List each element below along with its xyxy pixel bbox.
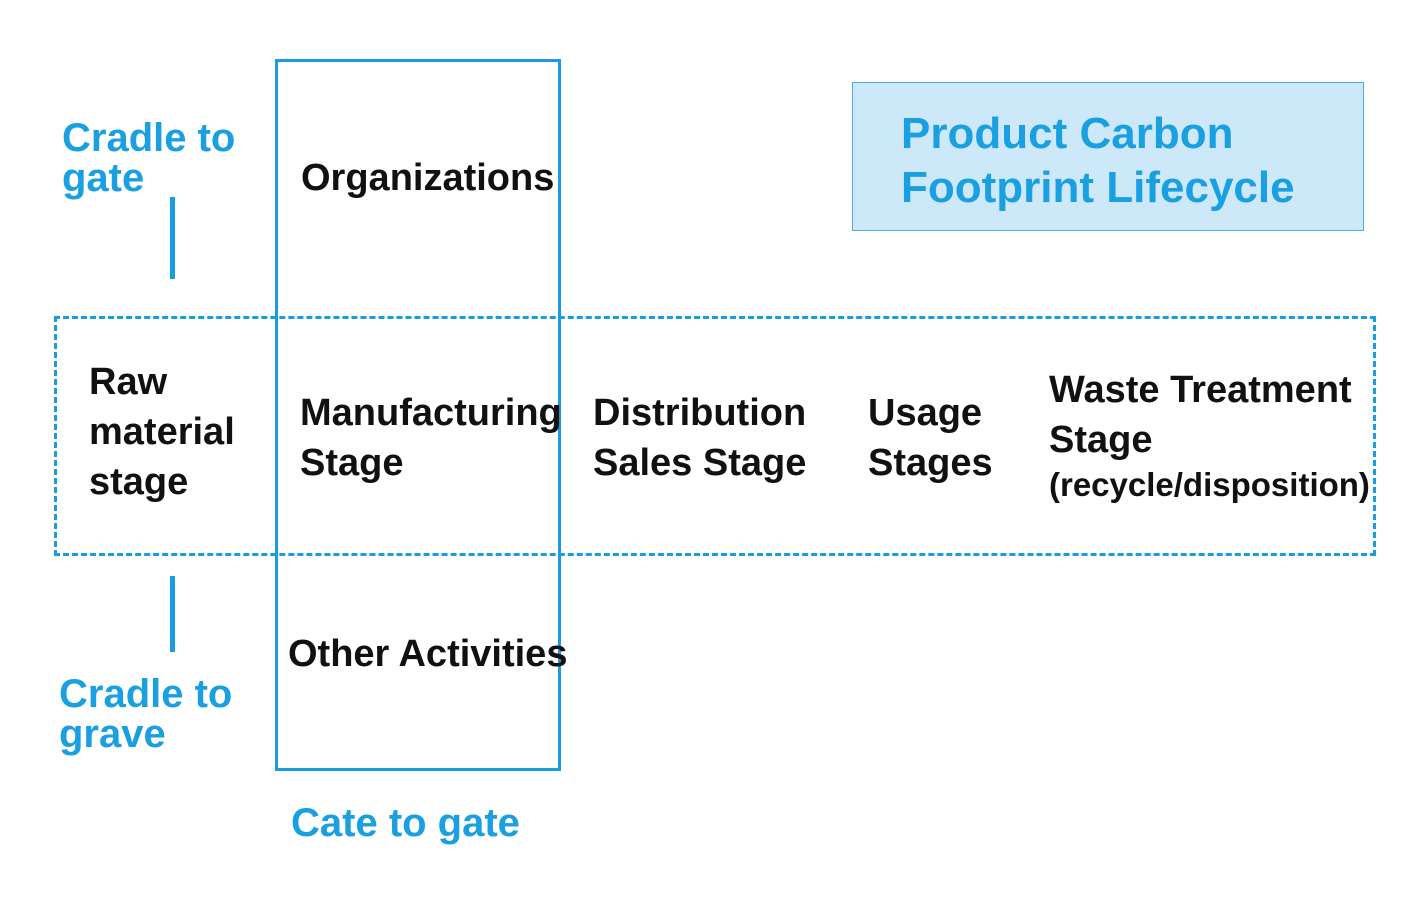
diagram-title: Product Carbon Footprint Lifecycle bbox=[901, 107, 1295, 215]
usage-line-2: Stages bbox=[868, 442, 993, 484]
raw-material-line-2: material bbox=[89, 411, 235, 453]
diagram-title-line-2: Footprint Lifecycle bbox=[901, 163, 1295, 212]
waste-treatment-stage: Waste Treatment Stage (recycle/dispositi… bbox=[1049, 365, 1370, 505]
usage-stage: Usage Stages bbox=[868, 388, 993, 488]
cradle-to-grave-label: Cradle to grave bbox=[59, 674, 232, 754]
lifecycle-stages-band bbox=[54, 316, 1376, 556]
waste-line-1: Waste Treatment bbox=[1049, 369, 1352, 411]
raw-material-line-3: stage bbox=[89, 461, 189, 503]
manufacturing-line-2: Stage bbox=[300, 442, 404, 484]
distribution-line-2: Sales Stage bbox=[593, 442, 807, 484]
diagram-title-line-1: Product Carbon bbox=[901, 109, 1234, 158]
other-activities-label: Other Activities bbox=[288, 633, 568, 675]
waste-line-2: Stage bbox=[1049, 419, 1153, 461]
organizations-label: Organizations bbox=[301, 157, 555, 199]
waste-line-3: (recycle/disposition) bbox=[1049, 466, 1370, 503]
cradle-to-gate-connector bbox=[170, 197, 175, 279]
cradle-to-grave-line-2: grave bbox=[59, 712, 166, 756]
cradle-to-gate-line-2: gate bbox=[62, 156, 145, 200]
diagram-title-box: Product Carbon Footprint Lifecycle bbox=[852, 82, 1364, 231]
raw-material-line-1: Raw bbox=[89, 361, 168, 403]
distribution-line-1: Distribution bbox=[593, 392, 807, 434]
cradle-to-grave-line-1: Cradle to bbox=[59, 672, 233, 716]
cradle-to-gate-label: Cradle to gate bbox=[62, 118, 235, 198]
manufacturing-stage: Manufacturing Stage bbox=[300, 388, 562, 488]
gate-to-gate-label: Cate to gate bbox=[291, 801, 520, 845]
cradle-to-grave-connector bbox=[170, 576, 175, 652]
manufacturing-line-1: Manufacturing bbox=[300, 392, 562, 434]
usage-line-1: Usage bbox=[868, 392, 983, 434]
gate-to-gate-box bbox=[275, 59, 561, 771]
distribution-sales-stage: Distribution Sales Stage bbox=[593, 388, 806, 488]
raw-material-stage: Raw material stage bbox=[89, 357, 235, 507]
cradle-to-gate-line-1: Cradle to bbox=[62, 116, 236, 160]
